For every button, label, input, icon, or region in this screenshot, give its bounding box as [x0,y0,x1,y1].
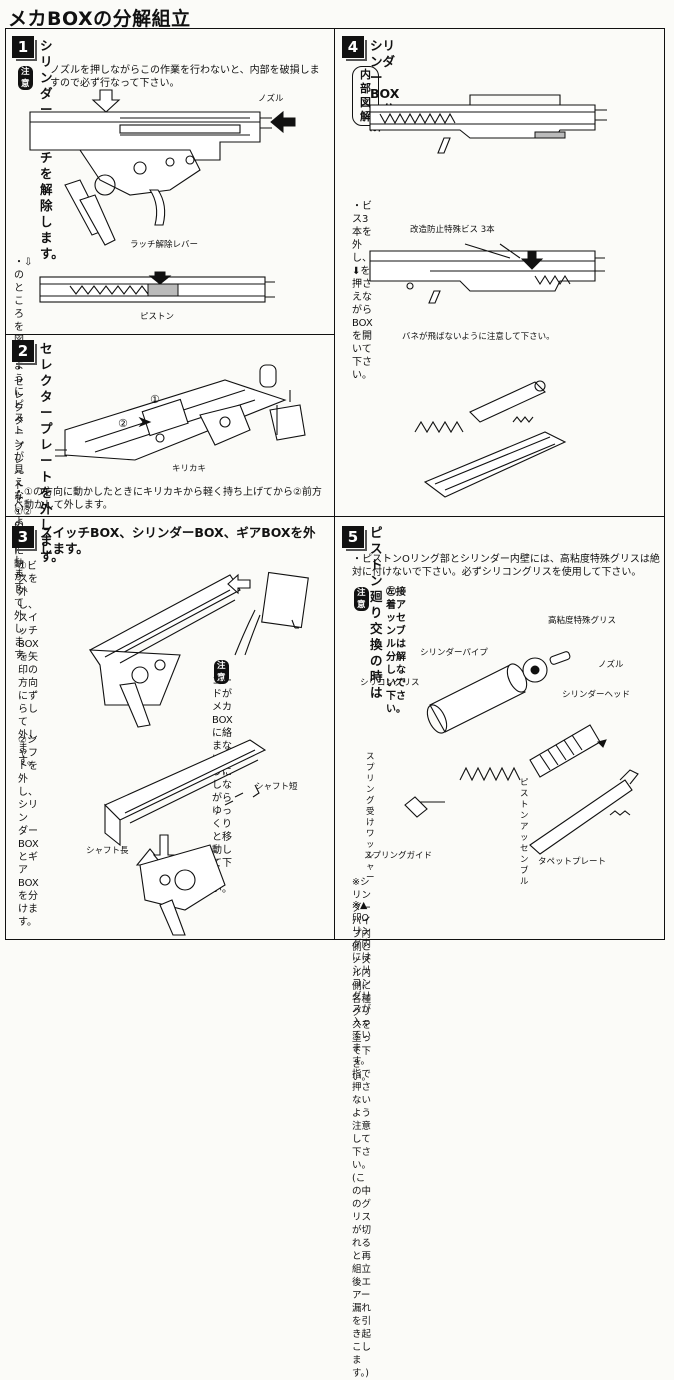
label-high-grease: 高粘度特殊グリス [548,616,617,626]
section-number: 5 [342,526,367,551]
caution-badge: 注意 [214,660,229,684]
section-heading: セレクタープレートを外します。 [40,341,64,564]
section-heading: スイッチBOX、シリンダーBOX、ギアBOXを外します。 [40,525,316,556]
label-spring-washer: スプリング受け ワッシャー [366,752,375,883]
label-piston-assembly: ピストン アッセンブル [520,778,529,887]
piston-exploded-diagram [404,651,639,855]
caution-badge: 注意 [18,66,33,90]
marker-1: ① [150,393,160,406]
label-tappet-plate: タペットプレート [538,857,607,867]
divider-s1-s2 [5,334,335,335]
instruction-text: ・ビス3本を外し、⬇を押さえながらBOXを開いて下さい。 [352,201,373,381]
piston-position-diagram [39,271,275,303]
label-nozzle: ノズル [258,94,284,104]
spring-caution: バネが飛ばないように注意して下さい。 [402,332,555,342]
marker-2: ② [118,417,128,430]
switch-box-diagram [88,571,309,728]
caution-badge: 注意 [354,587,369,611]
caution-text: ノズルを押しながらこの作業を行わないと、内部を破損しますので必ず行なって下さい。 [50,65,320,89]
divider-s4-s5 [334,516,665,517]
label-silicon-grease: シリコングリス [360,678,420,688]
note-2: ※▲印Oリング内にはシリコングリスが入っています。 指で押さないよう注意して下さ… [352,900,372,1379]
label-shaft-short: シャフト短 [255,782,298,792]
label-latch-lever: ラッチ解除レバー [130,240,199,250]
section-number: 2 [12,340,37,365]
cylinder-box-open-diagram [369,243,605,304]
label-screws: 改造防止特殊ビス 3本 [410,225,495,235]
step-1: ①ビスを外し、スイッチBOX を矢印の方向にずらして 外します。 [18,561,39,767]
divider-s2-s3 [5,516,335,517]
label-nozzle: ノズル [598,660,624,670]
section-number: 1 [12,36,37,61]
step-2: ②シャフトを外し、シリン ダーBOXとギアBOXを分 けます。 [18,735,39,928]
internal-view-label: 内部図解 [352,66,379,126]
shaft-separation-diagram [104,739,267,936]
cylinder-parts-exploded-diagram [414,380,567,498]
cylinder-latch-diagram [29,89,296,246]
label-spring-guide: スプリングガイド [364,851,433,861]
cylinder-box-internal-diagram [369,94,607,154]
section-number: 3 [12,526,37,551]
caution-text: コードがメカBOXに絡 まないようにしながら ゆっくりと移動して下 さい。 [212,676,233,895]
label-piston: ピストン [140,312,175,322]
section-heading: ピストン廻り交換の時は [370,525,383,700]
label-shaft-long: シャフト長 [86,846,129,856]
label-cylinder-pipe: シリンダーパイプ [420,648,488,658]
label-cylinder-head: シリンダーヘッド [562,690,631,700]
instruction-2: ・①の方向に動かしたときにキリカキから軽く持ち上げてから②前方へ動かして外します… [14,487,322,511]
instruction-text: ・⇩のところを図のようにピストンが見えないようにします。 [14,257,33,593]
section-number: 4 [342,36,367,61]
label-kirikaki: キリカキ [172,464,207,474]
caution-text: ㊧接着アッセンブルは分解しないで下さい。 [386,587,406,715]
page-title: メカBOXの分解組立 [8,8,191,30]
column-divider [334,28,335,940]
instruction-text: ・ピストンOリング部とシリンダー内壁には、高粘度特殊グリスは絶対に付けないで下さ… [352,554,660,578]
selector-plate-diagram [55,364,306,461]
instruction-1: ・セレクタープレートを①② の順に動かして外します。 [14,364,33,661]
page-frame [5,28,665,940]
